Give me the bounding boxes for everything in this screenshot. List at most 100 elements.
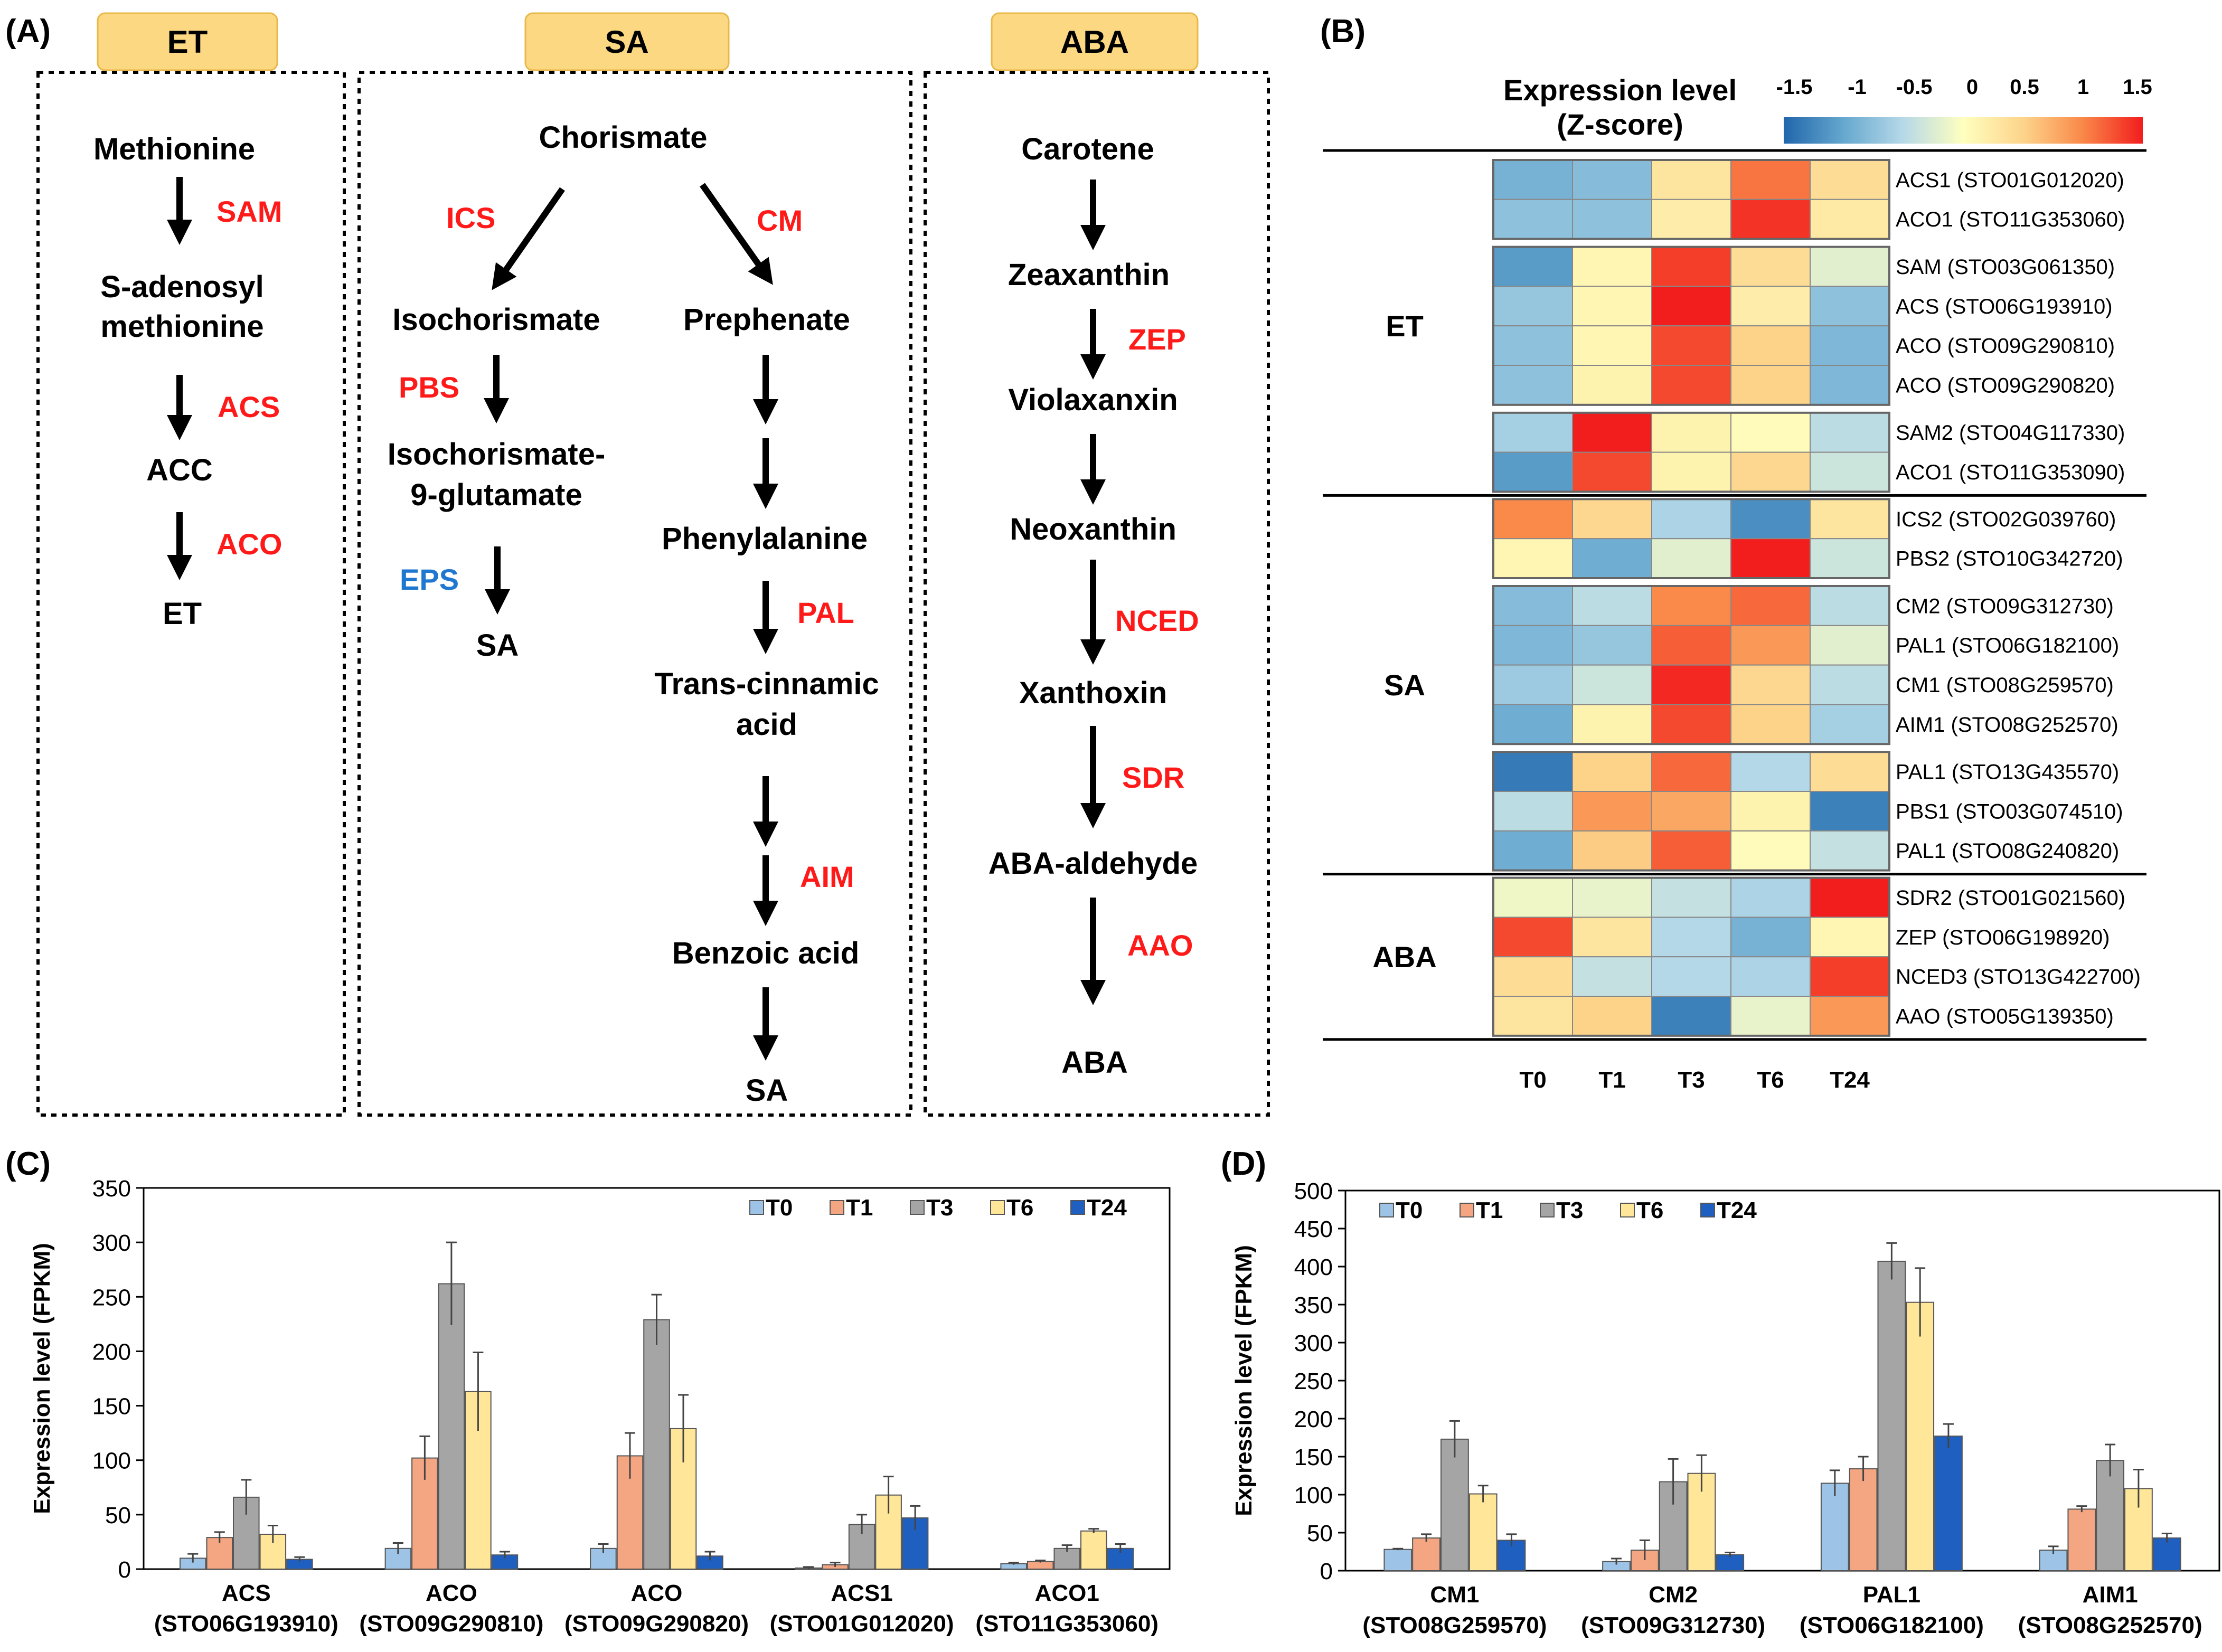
legend-tick: 1 [2077,75,2089,99]
et-node-sadenosyl-line2: methionine [100,309,263,344]
heatmap-gene-label: AIM1 (STO08G252570) [1896,713,2119,737]
bar-t1 [1412,1537,1440,1572]
aba-enzyme-aao: AAO [1127,929,1193,962]
heatmap-cell [1730,956,1811,997]
heatmap-cell [1810,791,1890,832]
heatmap-group-label: ABA [1372,940,1436,974]
sa-enzyme-cm: CM [757,204,803,237]
heatmap-cell [1493,664,1573,705]
y-tick-label: 350 [1294,1292,1333,1318]
legend-label: T24 [1087,1195,1127,1221]
x-category-label: ACO [426,1580,477,1606]
sa-enzyme-pal: PAL [797,596,854,629]
legend-swatch [1460,1203,1474,1217]
x-category-label: ACS [222,1580,271,1606]
x-category-id: (STO06G182100) [1800,1612,1984,1638]
heatmap-cell [1651,791,1731,832]
heatmap-cell [1730,996,1811,1036]
legend-label: T3 [1556,1197,1583,1223]
aba-node-aba: ABA [1061,1045,1128,1080]
legend-label: T1 [846,1195,873,1221]
sa-header-box [524,12,730,71]
panel-label-a: (A) [5,13,51,50]
heatmap-cell [1730,830,1811,871]
legend-label: T3 [926,1195,953,1221]
heatmap-cell [1810,996,1890,1036]
heatmap-cell [1572,538,1652,579]
heatmap-cell [1572,586,1652,626]
panel-label-c: (C) [5,1146,51,1182]
heatmap-cell [1810,451,1890,493]
y-tick-label: 250 [1294,1368,1333,1394]
heatmap-gene-label: PBS1 (STO03G074510) [1896,800,2123,823]
sa-node-isochorismate: Isochorismate [392,303,600,337]
heatmap-cell [1810,365,1890,405]
heatmap-cell [1651,199,1731,240]
heatmap-cell [1730,704,1811,745]
y-tick-label: 200 [92,1339,131,1365]
heatmap-cell [1493,325,1573,366]
heatmap-cell [1810,917,1890,958]
sa-enzyme-ics: ICS [446,201,495,234]
bar-t0 [1383,1549,1413,1571]
x-category-label: ACS1 [831,1580,892,1606]
sa-node-isoglutamate-line1: Isochorismate- [388,437,606,471]
y-tick-label: 500 [1294,1178,1333,1204]
heatmap-cell [1651,664,1731,705]
legend-tick: 1.5 [2123,75,2152,99]
bar-t6 [1468,1493,1498,1572]
heatmap-cell [1730,586,1811,626]
aba-node-aba-aldehyde: ABA-aldehyde [988,846,1198,881]
heatmap-cell [1810,199,1890,240]
legend-swatch [749,1200,764,1215]
bar-t24 [1934,1436,1963,1572]
aba-header: ABA [1060,24,1129,60]
heatmap-cell [1730,751,1811,792]
heatmap-legend-title-line1: Expression level [1503,73,1737,107]
bar-t3 [2096,1460,2125,1571]
legend-tick: -1.5 [1776,75,1813,99]
heatmap-gene-label: ACS (STO06G193910) [1896,295,2113,318]
heatmap-cell [1493,877,1573,918]
heatmap-block [1492,876,1890,1037]
bar-t1 [1849,1468,1878,1572]
heatmap-cell [1572,704,1652,745]
heatmap-cell [1651,830,1731,871]
heatmap-legend-title-line2: (Z-score) [1557,108,1683,141]
heatmap-gene-label: ACO (STO09G290820) [1896,374,2115,397]
aba-header-box [991,12,1199,71]
legend-swatch [1700,1203,1715,1217]
heatmap-cell [1493,159,1573,200]
aba-node-violaxanxin: Violaxanxin [1008,383,1178,417]
et-pathway-box [36,71,346,1117]
y-tick-label: 400 [1294,1254,1333,1280]
heatmap-gene-label: SAM2 (STO04G117330) [1896,421,2125,445]
y-tick-label: 100 [1294,1483,1333,1508]
x-category-id: (STO01G012020) [770,1611,954,1637]
heatmap-cell [1730,365,1811,405]
heatmap-block [1492,159,1890,240]
heatmap-cell [1493,751,1573,792]
heatmap-cell [1493,538,1573,579]
legend-swatch [830,1200,844,1215]
x-category-id: (STO11G353060) [975,1611,1159,1637]
heatmap-cell [1493,791,1573,832]
heatmap-gene-label: ZEP (STO06G198920) [1896,926,2110,949]
heatmap-column-label: T3 [1678,1067,1705,1093]
legend-swatch [1540,1203,1555,1217]
x-category-id: (STO08G259570) [1362,1612,1547,1638]
heatmap-cell [1493,917,1573,958]
heatmap-cell [1493,704,1573,745]
heatmap-cell [1810,286,1890,327]
heatmap-cell [1810,246,1890,287]
legend-swatch [1379,1203,1394,1217]
bar-t0 [1820,1483,1849,1571]
legend-label: T24 [1717,1197,1757,1223]
bar-t24 [2152,1537,2181,1572]
y-tick-label: 0 [1320,1559,1333,1584]
sa-enzyme-eps: EPS [400,563,459,596]
panel-label-d: (D) [1221,1146,1266,1182]
legend-label: T6 [1636,1197,1663,1223]
heatmap-cell [1651,704,1731,745]
